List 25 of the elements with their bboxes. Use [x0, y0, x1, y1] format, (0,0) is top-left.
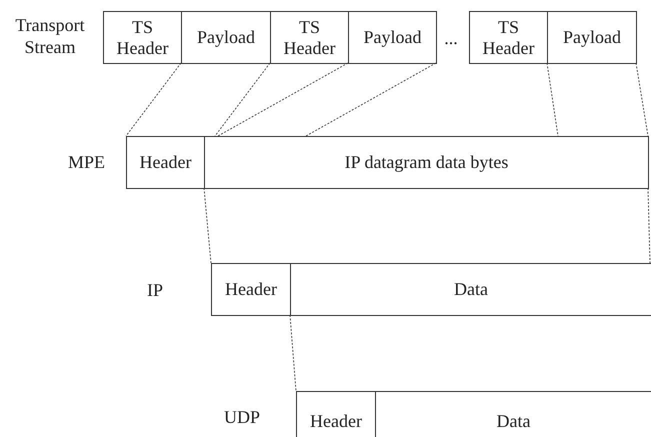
dotted-line: [126, 62, 182, 136]
field-box: TS Header: [270, 11, 349, 64]
field-box: TS Header: [469, 11, 548, 64]
row-label: Transport Stream: [14, 14, 86, 58]
field-box: Header: [296, 391, 376, 437]
dotted-line: [546, 62, 558, 136]
dotted-line: [306, 62, 436, 136]
dotted-line: [290, 314, 296, 392]
dotted-line: [636, 62, 648, 136]
field-box: Payload: [181, 11, 271, 64]
dotted-line: [648, 188, 650, 264]
row-label: MPE: [68, 151, 104, 173]
field-box: TS Header: [103, 11, 182, 64]
field-box: Payload: [547, 11, 637, 64]
dotted-line: [214, 62, 270, 136]
row-label: IP: [146, 279, 164, 301]
row-label: ...: [443, 27, 459, 49]
row-label: UDP: [222, 406, 261, 428]
dotted-line: [218, 62, 348, 136]
dotted-line: [204, 188, 212, 264]
field-box: IP datagram data bytes: [204, 136, 649, 189]
field-box: Header: [211, 263, 291, 316]
field-box: Data: [290, 263, 651, 316]
field-box: Payload: [348, 11, 437, 64]
field-box: Header: [126, 136, 205, 189]
